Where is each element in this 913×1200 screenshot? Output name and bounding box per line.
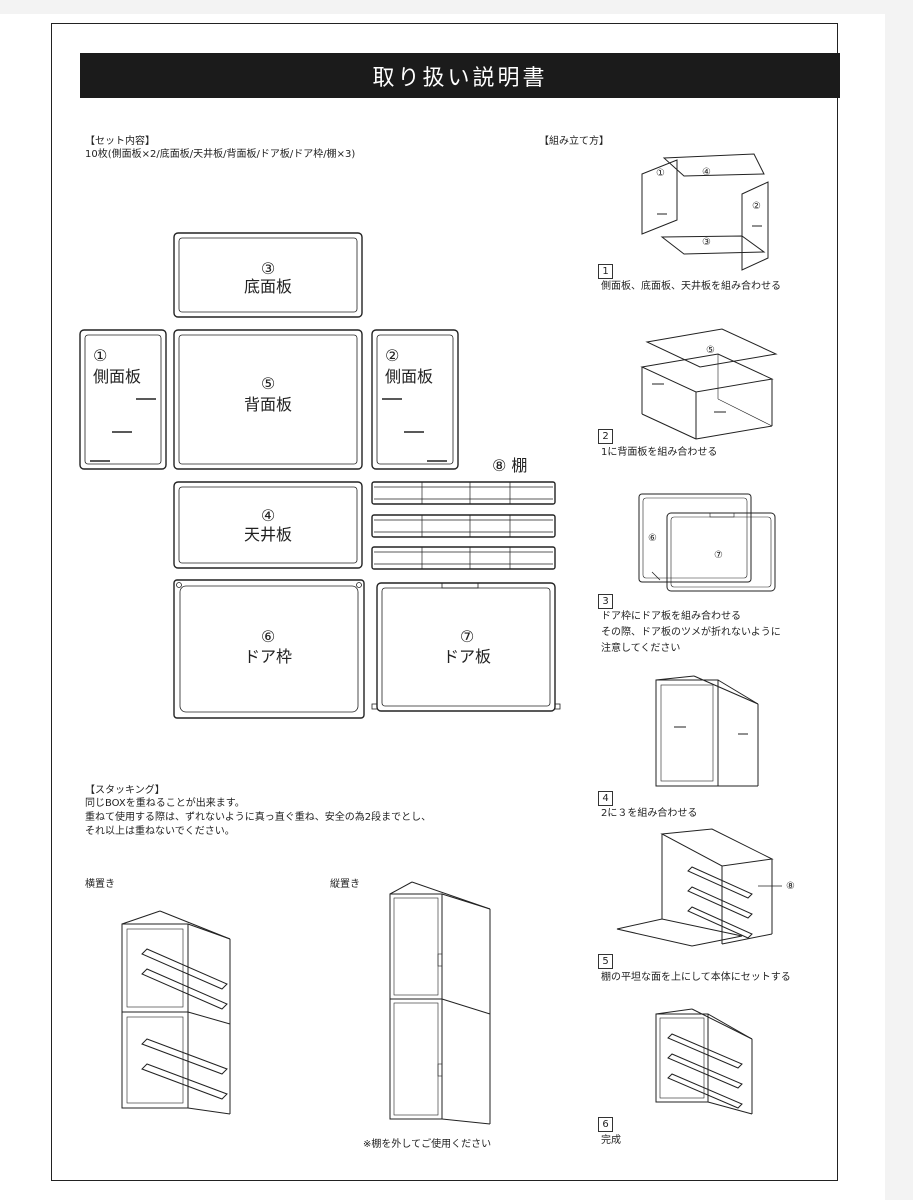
panel-side-1-num: ①	[93, 346, 108, 365]
stacking-horizontal-fig	[121, 910, 231, 1115]
fig5-label-a: ⑧	[786, 881, 795, 892]
shelf-1	[371, 481, 556, 505]
stacking-line-3: それ以上は重ねないでください。	[85, 826, 235, 837]
contents-list: 10枚(側面板×2/底面板/天井板/背面板/ドア板/ドア枠/棚×3)	[85, 149, 356, 160]
fig3-label-b: ⑦	[714, 550, 723, 561]
step-1-text: 側面板、底面板、天井板を組み合わせる	[601, 281, 781, 292]
panel-door-name: ドア板	[442, 647, 491, 666]
panel-back	[173, 329, 363, 470]
panel-door	[376, 582, 556, 712]
fig1-label-b: ④	[702, 167, 711, 178]
assembly-fig-3	[638, 493, 776, 592]
panel-side-1	[79, 329, 167, 470]
shelf-2	[371, 514, 556, 538]
shelf-3	[371, 546, 556, 570]
panel-top-name: 天井板	[243, 525, 292, 544]
panel-side-2	[371, 329, 459, 470]
assembly-fig-1	[641, 153, 769, 271]
step-2-text: 1に背面板を組み合わせる	[601, 447, 718, 458]
panel-door-frame-num: ⑥	[260, 627, 276, 646]
step-2-number: 2	[598, 429, 613, 444]
panel-back-name: 背面板	[243, 395, 292, 414]
manual-page: 取り扱い説明書 【セット内容】 10枚(側面板×2/底面板/天井板/背面板/ドア…	[51, 23, 840, 1181]
step-6-text: 完成	[601, 1135, 621, 1146]
page-title: 取り扱い説明書	[80, 53, 840, 98]
step-3-text-2: その際、ドア板のツメが折れないように	[601, 627, 781, 638]
step-3-text: ドア枠にドア板を組み合わせる	[601, 611, 741, 622]
stacking-note: ※棚を外してご使用ください	[363, 1139, 492, 1150]
panel-top-num: ④	[260, 506, 276, 525]
step-5-number: 5	[598, 954, 613, 969]
stacking-heading: 【スタッキング】	[85, 785, 165, 796]
assembly-fig-6	[655, 1008, 753, 1115]
fig1-label-a: ①	[656, 168, 665, 179]
step-3-text-3: 注意してください	[601, 643, 681, 654]
fig3-label-a: ⑥	[648, 533, 657, 544]
panel-top	[173, 481, 363, 569]
fig2-label-a: ⑤	[706, 345, 715, 356]
panel-door-frame	[173, 579, 365, 719]
assembly-fig-4	[655, 675, 759, 787]
step-3-number: 3	[598, 594, 613, 609]
fig1-label-c: ②	[752, 201, 761, 212]
panel-side-2-num: ②	[385, 346, 400, 365]
step-5-text: 棚の平坦な面を上にして本体にセットする	[601, 972, 791, 983]
stacking-line-2: 重ねて使用する際は、ずれないように真っ直ぐ重ね、安全の為2段までとし、	[85, 812, 432, 823]
panel-side-2-name: 側面板	[385, 367, 434, 386]
stacking-horizontal-label: 横置き	[85, 879, 115, 890]
step-6-number: 6	[598, 1117, 613, 1132]
panel-back-num: ⑤	[260, 374, 276, 393]
panel-door-num: ⑦	[459, 627, 475, 646]
assembly-fig-2	[640, 328, 778, 440]
step-4-text: 2に３を組み合わせる	[601, 808, 698, 819]
parts-diagram	[79, 153, 782, 1125]
stacking-vertical-label: 縦置き	[330, 879, 360, 890]
panel-bottom	[173, 232, 363, 318]
viewer-top-bar	[0, 0, 913, 14]
assembly-heading: 【組み立て方】	[539, 136, 609, 147]
panel-bottom-name: 底面板	[243, 277, 292, 296]
shelf-label: ⑧ 棚	[492, 456, 528, 475]
step-1-number: 1	[598, 264, 613, 279]
panel-side-1-name: 側面板	[93, 367, 142, 386]
viewer-scrollbar[interactable]	[885, 0, 913, 1200]
fig1-label-d: ③	[702, 237, 711, 248]
stacking-vertical-fig	[389, 881, 491, 1125]
panel-door-frame-name: ドア枠	[243, 647, 292, 666]
assembly-fig-5	[616, 828, 782, 947]
stacking-line-1: 同じBOXを重ねることが出来ます。	[85, 798, 245, 809]
step-4-number: 4	[598, 791, 613, 806]
contents-heading: 【セット内容】	[85, 136, 155, 147]
panel-bottom-num: ③	[260, 259, 276, 278]
